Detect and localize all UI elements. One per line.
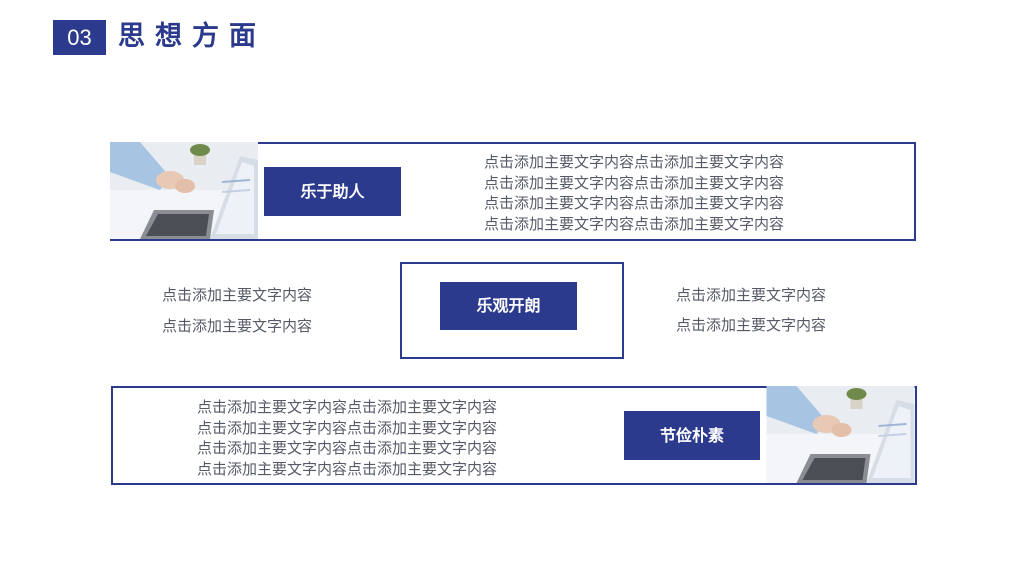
row2-left-text-2: 点击添加主要文字内容	[162, 317, 313, 335]
label-optimistic: 乐观开朗	[440, 282, 577, 330]
laptop-photo-1	[110, 142, 258, 239]
row3-text-4: 点击添加主要文字内容点击添加主要文字内容	[197, 459, 498, 478]
row1-text-4: 点击添加主要文字内容点击添加主要文字内容	[484, 214, 785, 233]
row2-right-text-1: 点击添加主要文字内容	[676, 286, 827, 304]
row1-text-2: 点击添加主要文字内容点击添加主要文字内容	[484, 173, 785, 192]
row2-left-text-1: 点击添加主要文字内容	[162, 286, 313, 304]
row3-text-1: 点击添加主要文字内容点击添加主要文字内容	[197, 398, 498, 416]
row1-text-3: 点击添加主要文字内容点击添加主要文字内容	[484, 194, 785, 212]
row3-text-3: 点击添加主要文字内容点击添加主要文字内容	[197, 439, 498, 457]
section-number: 03	[53, 20, 106, 55]
laptop-photo-2	[766, 386, 915, 483]
label-frugal: 节俭朴素	[624, 411, 760, 460]
row2-right-text-2: 点击添加主要文字内容	[676, 316, 827, 334]
row1-text-1: 点击添加主要文字内容点击添加主要文字内容	[484, 153, 785, 171]
laptop-desk-photo	[766, 386, 915, 483]
row3-text-2: 点击添加主要文字内容点击添加主要文字内容	[197, 418, 498, 437]
laptop-desk-photo	[110, 142, 258, 239]
label-helpful: 乐于助人	[264, 167, 401, 216]
page-title: 思想方面	[118, 21, 266, 52]
